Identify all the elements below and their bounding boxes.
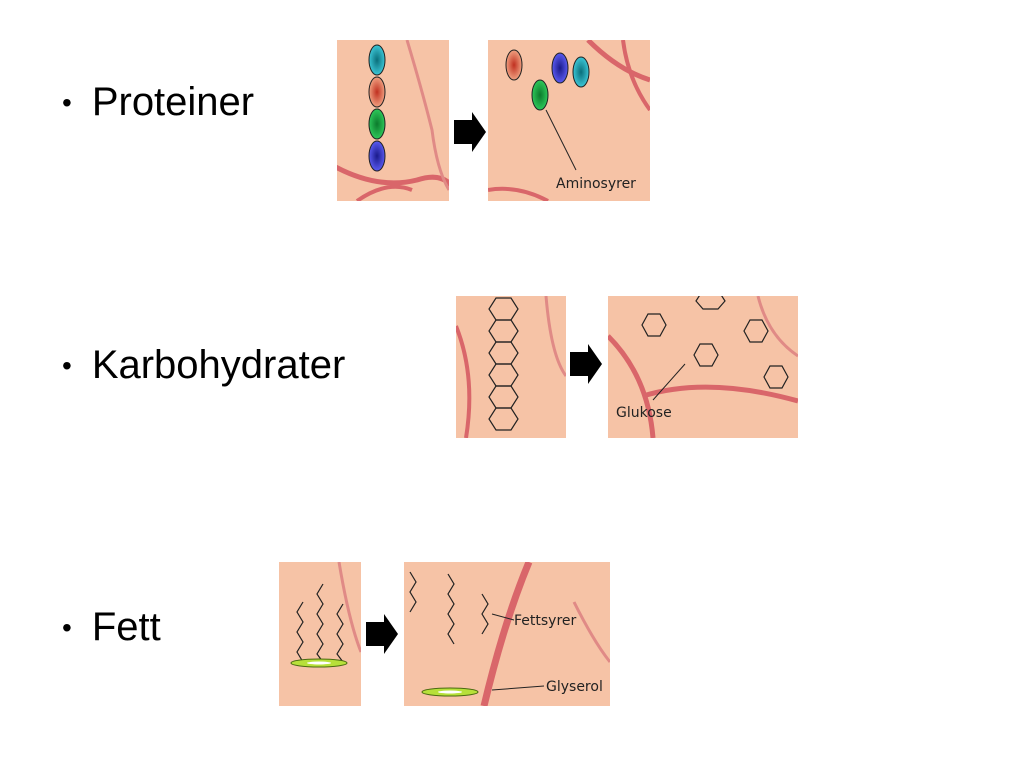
fatty-acid-chain (409, 571, 417, 613)
starch-chain (488, 297, 519, 431)
label-fettsyrer: Fettsyrer (514, 613, 577, 629)
protein-chain-panel (337, 40, 449, 201)
label-glukose: Glukose (616, 405, 672, 421)
amino-acid-red (368, 76, 386, 108)
bullet-fett: • Fett (62, 605, 161, 650)
fat-triglyceride-panel (279, 562, 361, 706)
fat-split-panel: Fettsyrer Glyserol (404, 562, 610, 706)
bullet-label: Karbohydrater (91, 343, 346, 387)
bullet-proteiner: • Proteiner (62, 80, 254, 125)
bullet-dot: • (62, 349, 72, 381)
fatty-acid-chain (296, 601, 304, 663)
fatty-acid-chain (481, 593, 489, 635)
carb-chain-panel (456, 296, 566, 438)
amino-acid-cyan (368, 44, 386, 76)
glucose-molecule (763, 365, 789, 389)
label-aminosyrer: Aminosyrer (556, 176, 636, 192)
bullet-dot: • (62, 611, 72, 643)
fatty-acid-chain (316, 583, 324, 663)
glucose-molecule (641, 313, 667, 337)
glucose-molecule (695, 296, 726, 310)
protein-amino-panel: Aminosyrer (488, 40, 650, 201)
bullet-label: Proteiner (91, 80, 255, 124)
right-arrow-icon (452, 112, 488, 157)
amino-acid-red (505, 49, 523, 81)
glucose-molecule (743, 319, 769, 343)
amino-acid-green (368, 108, 386, 140)
carb-glucose-panel: Glukose (608, 296, 798, 438)
amino-acid-cyan (572, 56, 590, 88)
right-arrow-icon (364, 614, 400, 659)
right-arrow-icon (568, 344, 604, 389)
amino-acid-blue (551, 52, 569, 84)
fatty-acid-chain (336, 603, 344, 663)
bullet-dot: • (62, 86, 72, 118)
glucose-molecule (693, 343, 719, 367)
amino-acid-blue (368, 140, 386, 172)
fatty-acid-chain (447, 573, 455, 645)
label-glyserol: Glyserol (546, 679, 603, 695)
amino-acid-green (531, 79, 549, 111)
bullet-karbohydrater: • Karbohydrater (62, 343, 345, 388)
bullet-label: Fett (91, 605, 161, 649)
